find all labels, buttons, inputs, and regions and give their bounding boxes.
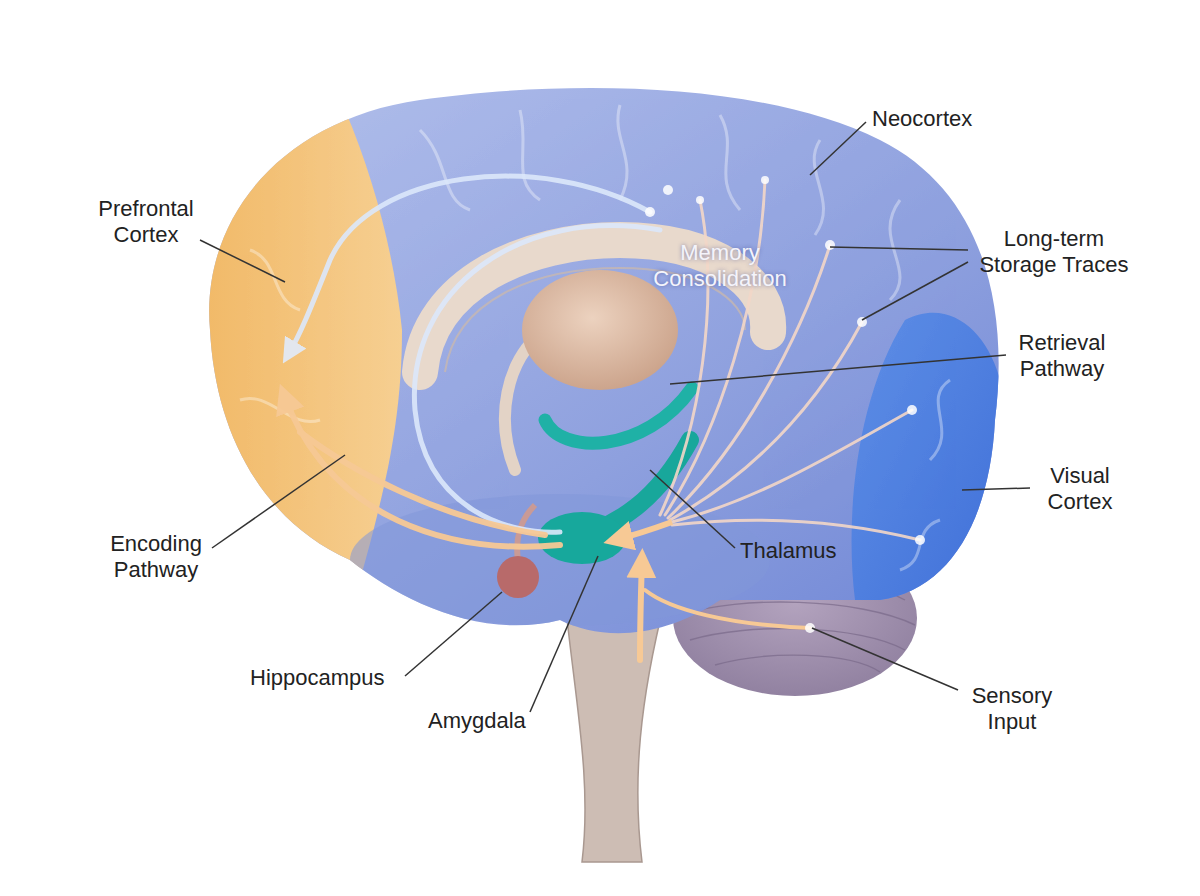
retrieval-arrow: [615, 522, 672, 540]
fiber: [672, 520, 920, 540]
leader-line: [200, 240, 285, 282]
gyri: [240, 105, 950, 570]
fiber: [672, 410, 912, 522]
gyrus-line: [890, 200, 900, 300]
leader-line: [530, 556, 598, 712]
leader-line: [212, 455, 345, 548]
region-label: Memory Consolidation: [640, 240, 800, 293]
glow-dot: [825, 240, 835, 250]
gyrus-line: [240, 398, 320, 421]
folia-line: [680, 602, 915, 625]
gyrus-line: [618, 105, 627, 200]
region-label: Long-term Storage Traces: [968, 226, 1140, 279]
leader-line: [862, 262, 968, 320]
hippocampal-arc: [545, 388, 692, 443]
encoding-arrow: [300, 432, 545, 535]
sensory-fiber: [645, 590, 810, 628]
region-label: Visual Cortex: [1030, 463, 1130, 516]
region-label: Prefrontal Cortex: [86, 196, 206, 249]
sensory-arrows: [640, 560, 810, 660]
region-label: Hippocampus: [250, 665, 410, 691]
region-label: Thalamus: [740, 538, 870, 564]
consolidation-arcs: [288, 176, 660, 532]
glow-dot: [663, 185, 673, 195]
fiber: [670, 322, 862, 520]
leader-line: [812, 628, 958, 690]
folia-line: [690, 629, 905, 650]
glow-dot: [907, 405, 917, 415]
gyrus-line: [520, 110, 540, 200]
glow-dot: [645, 207, 655, 217]
gyrus-line: [420, 130, 470, 210]
leader-line: [405, 592, 502, 676]
gyrus-line: [250, 250, 300, 310]
encoding-arrow: [284, 395, 560, 547]
hippocampus-shape: [538, 512, 626, 564]
glow-dot: [915, 535, 925, 545]
consolidation-loop: [414, 226, 660, 533]
region-label: Retrieval Pathway: [1006, 330, 1118, 383]
leader-line: [830, 247, 968, 250]
region-label: Sensory Input: [960, 683, 1064, 736]
encoding-arrows: [284, 395, 560, 547]
region-label: Encoding Pathway: [100, 531, 212, 584]
gyrus-line: [720, 115, 740, 210]
brainstem: [565, 600, 665, 862]
leader-line: [962, 488, 1030, 490]
region-label: Neocortex: [872, 106, 1012, 132]
leader-line: [810, 122, 866, 175]
lobe-regions: [190, 105, 1005, 626]
glow-dot: [761, 176, 769, 184]
folia-line: [715, 655, 880, 672]
gyrus-line: [814, 140, 823, 235]
leader-line: [670, 355, 1006, 384]
leader-lines: [200, 122, 1030, 712]
retrieval-fibers: [660, 180, 920, 540]
gyrus-line: [900, 520, 940, 570]
consolidation-arrow: [288, 176, 650, 355]
region-label: Amygdala: [428, 708, 578, 734]
amygdala-shape: [497, 556, 539, 598]
sensory-arrow: [640, 560, 642, 660]
temporal-region: [350, 494, 770, 626]
leader-line: [650, 470, 735, 548]
glow-dot: [696, 196, 704, 204]
gyrus-line: [930, 380, 950, 460]
